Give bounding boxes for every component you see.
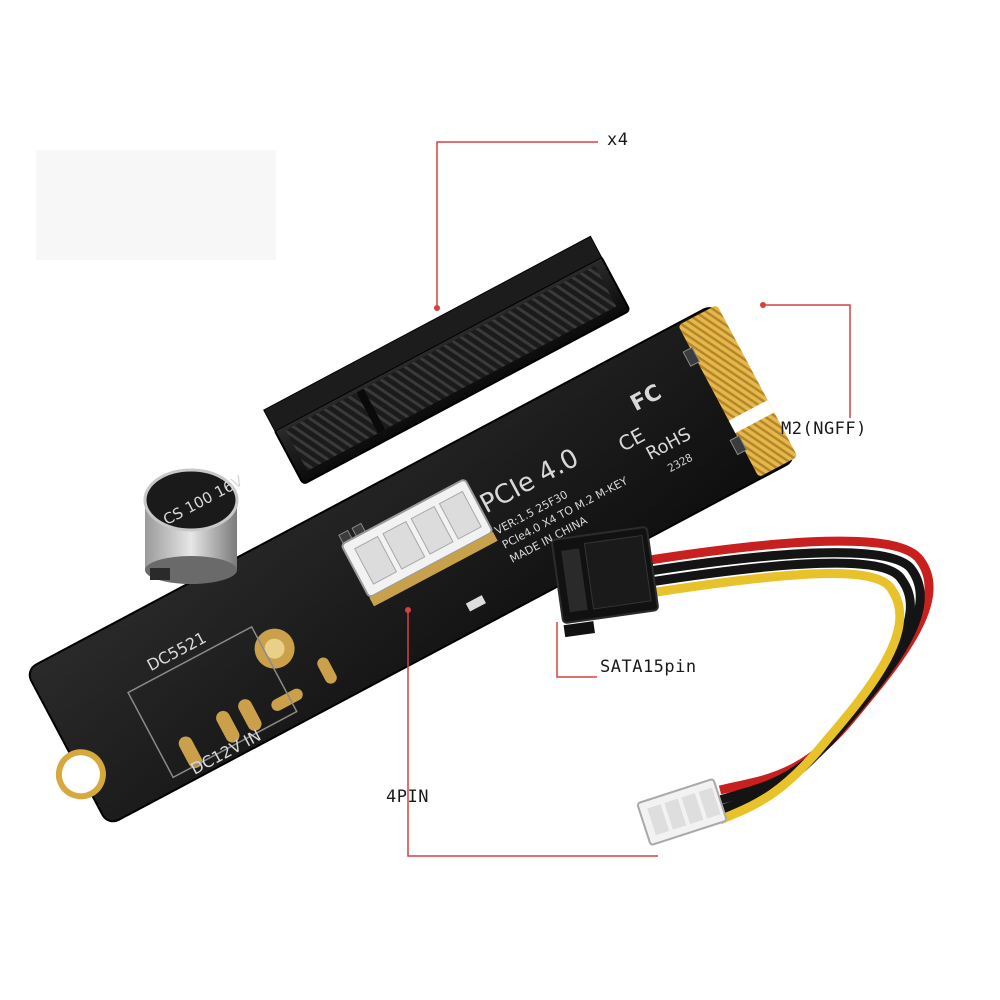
callout-sata15pin: SATA15pin [600, 657, 697, 677]
callout-line-m2 [763, 304, 851, 418]
sata-cable [551, 526, 934, 846]
callout-x4: x4 [607, 130, 629, 150]
callout-4pin: 4PIN [386, 787, 429, 807]
callout-m2-ngff: M2(NGFF) [781, 419, 867, 439]
capacitor: CS 100 16V [143, 468, 247, 584]
m2-gold-fingers [679, 306, 797, 476]
callout-line-x4 [436, 141, 598, 308]
callout-line-sata [556, 622, 597, 678]
cable-4pin-connector [636, 778, 728, 846]
callout-line-4pin [407, 610, 658, 857]
board-4pin-connector [341, 479, 498, 607]
mounting-notch [55, 749, 106, 800]
pcie-x4-slot [263, 235, 630, 484]
callout-lines [407, 141, 851, 857]
sata-15pin-connector [551, 526, 659, 638]
faded-watermark [36, 150, 276, 260]
